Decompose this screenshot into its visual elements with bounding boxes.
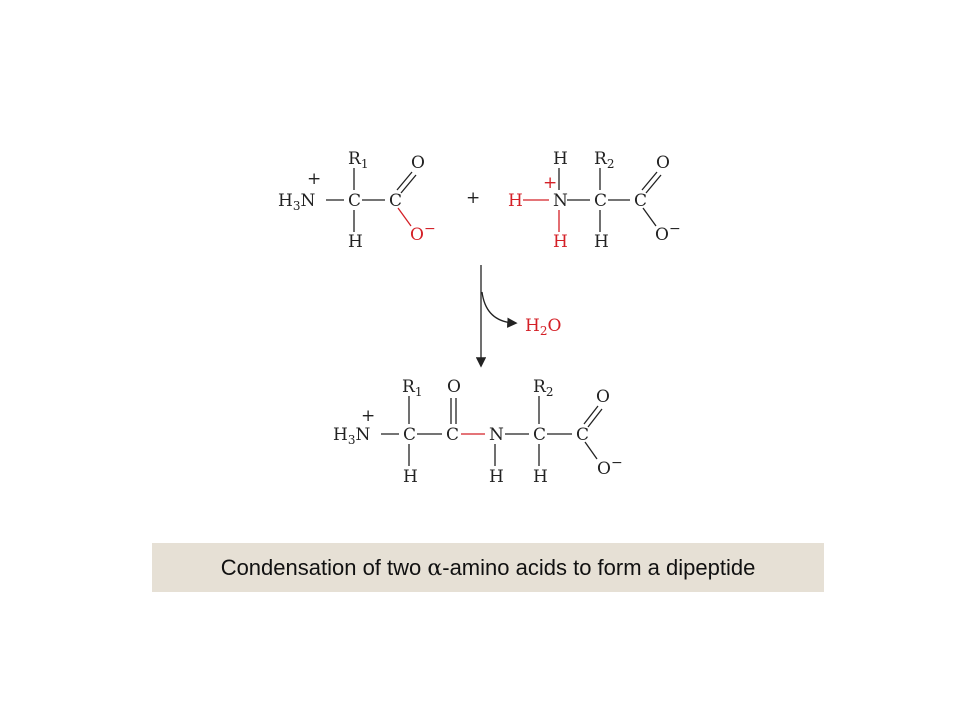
r2-carbonyl-carbon: C	[634, 191, 647, 211]
product-dipeptide: R1 O R2 O + H3N C C N C C O− H H H	[333, 377, 623, 487]
product-bonds	[381, 396, 603, 466]
r1-alpha-carbon: C	[348, 191, 361, 211]
r2-alkoxide-oxygen: O−	[655, 221, 681, 245]
r1-alkoxide-oxygen: O−	[410, 221, 436, 245]
p-terminal-oxygen-top: O	[596, 387, 610, 407]
reaction-arrow	[475, 265, 518, 368]
p-carbon-3-hydrogen: H	[533, 467, 548, 487]
caption-box: Condensation of two α-amino acids to for…	[152, 543, 824, 592]
r2-amine-hydrogen-bottom: H	[553, 232, 568, 252]
p-carbon-3: C	[533, 425, 546, 445]
p-amide-nitrogen: N	[489, 425, 504, 445]
r2-carbonyl-oxygen: O	[656, 153, 670, 173]
r1-carbonyl-carbon: C	[389, 191, 402, 211]
reactant-1: R1 + H3N C C O H	[278, 149, 425, 252]
p-carbon-2: C	[446, 425, 459, 445]
reactant-2-bonds	[523, 168, 662, 232]
reactant-2: H R2 N C C O O− H	[553, 149, 681, 252]
r2-nitrogen: N	[553, 191, 568, 211]
reactant-1-bonds	[326, 168, 417, 232]
r2-amine-hydrogen-top: H	[553, 149, 568, 169]
r1-carbonyl-oxygen: O	[411, 153, 425, 173]
r2-alpha-hydrogen: H	[594, 232, 609, 252]
r1-alpha-hydrogen: H	[348, 232, 363, 252]
caption-text: Condensation of two α-amino acids to for…	[220, 554, 756, 581]
water-byproduct: H2O	[525, 316, 561, 338]
r1-amine-label: H3N	[278, 191, 315, 213]
p-carbon-1: C	[403, 425, 416, 445]
caption-alpha: α	[427, 555, 443, 581]
p-r2-group: R2	[533, 377, 553, 399]
p-carbon-1-hydrogen: H	[403, 467, 418, 487]
p-amine-label: H3N	[333, 425, 370, 447]
r2-group-label: R2	[594, 149, 614, 171]
plus-sign: +	[466, 188, 480, 208]
p-r1-group: R1	[402, 377, 422, 399]
r1-amine-charge: +	[307, 169, 321, 189]
byproduct-arrow	[481, 291, 518, 328]
p-carbon-4: C	[576, 425, 589, 445]
r2-amine-charge: +	[543, 173, 557, 193]
r2-amine-hydrogen-left: H	[508, 191, 523, 211]
reactant-2-highlight: H + H	[508, 173, 568, 252]
p-carbonyl-oxygen: O	[447, 377, 461, 397]
p-amide-hydrogen: H	[489, 467, 504, 487]
r1-group-label: R1	[348, 149, 368, 171]
p-terminal-oxygen-bottom: O−	[597, 455, 623, 479]
r2-alpha-carbon: C	[594, 191, 607, 211]
p-amine-charge: +	[361, 406, 375, 426]
